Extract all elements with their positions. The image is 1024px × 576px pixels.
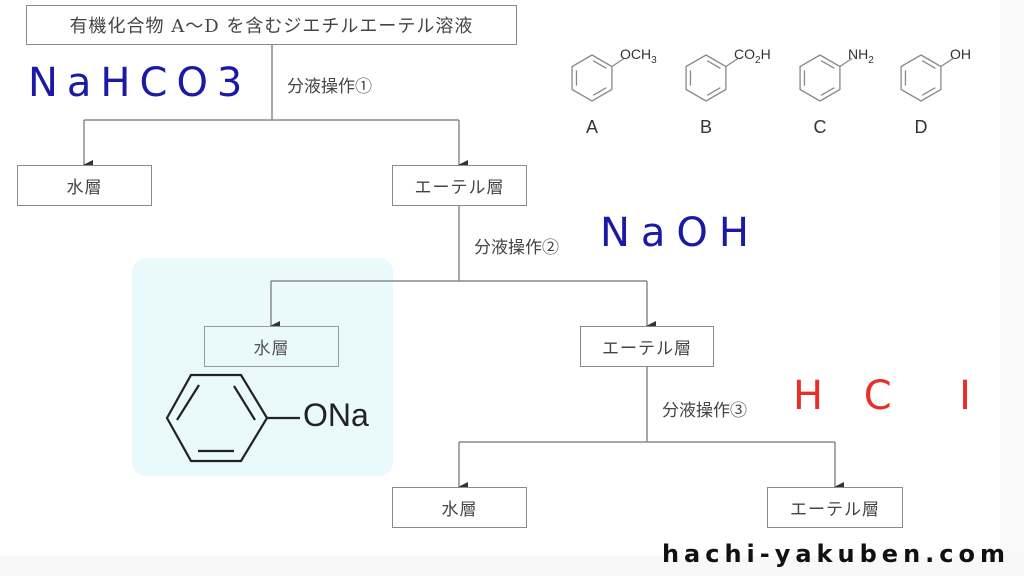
step1-ether-layer: エーテル層: [392, 165, 527, 206]
highlight-phenoxide-panel: [132, 258, 393, 476]
molecule-c-substituent: NH2: [848, 46, 874, 66]
site-watermark: hachi-yakuben.com: [661, 540, 1010, 568]
reagent-step2: NaOH: [600, 210, 760, 256]
step2-ether-layer-label: エーテル層: [602, 339, 692, 359]
molecule-c-label: C: [813, 117, 827, 137]
phenoxide-structure: [165, 373, 300, 463]
molecule-b-label: B: [699, 117, 713, 137]
step2-water-layer-label: 水層: [253, 339, 290, 359]
operation-step3: 分液操作③: [662, 401, 747, 421]
bottom-margin-band: [0, 556, 1024, 576]
step1-water-layer-label: 水層: [66, 178, 103, 198]
molecule-a-substituent: OCH3: [620, 46, 657, 66]
operation-step2: 分液操作②: [474, 238, 559, 258]
step3-water-layer: 水層: [392, 487, 527, 528]
step2-water-layer: 水層: [204, 326, 339, 367]
step1-ether-layer-label: エーテル層: [414, 178, 505, 198]
right-margin-band: [1000, 0, 1024, 576]
step2-ether-layer: エーテル層: [580, 326, 714, 367]
root-solution-label: 有機化合物 A～D を含むジエチルエーテル溶液: [69, 16, 474, 37]
reagent-step3: H C I: [793, 373, 985, 419]
step3-ether-layer-label: エーテル層: [790, 500, 880, 520]
molecule-c-ring: [799, 54, 853, 102]
molecule-b-ring: [685, 54, 739, 102]
step1-water-layer: 水層: [17, 165, 152, 206]
reagent-step1: NaHCO3: [28, 60, 252, 106]
molecule-b-substituent: CO2H: [734, 46, 771, 66]
molecule-a-ring: [571, 54, 625, 102]
step3-ether-layer: エーテル層: [767, 487, 903, 528]
operation-step1: 分液操作①: [287, 77, 372, 97]
molecule-d-label: D: [914, 117, 928, 137]
root-solution-box: 有機化合物 A～D を含むジエチルエーテル溶液: [26, 5, 517, 45]
molecule-d-substituent: OH: [950, 46, 971, 62]
step3-water-layer-label: 水層: [441, 500, 478, 520]
phenoxide-ona-label: ONa: [303, 397, 369, 433]
molecule-d-ring: [900, 54, 954, 102]
molecule-a-label: A: [585, 117, 599, 137]
